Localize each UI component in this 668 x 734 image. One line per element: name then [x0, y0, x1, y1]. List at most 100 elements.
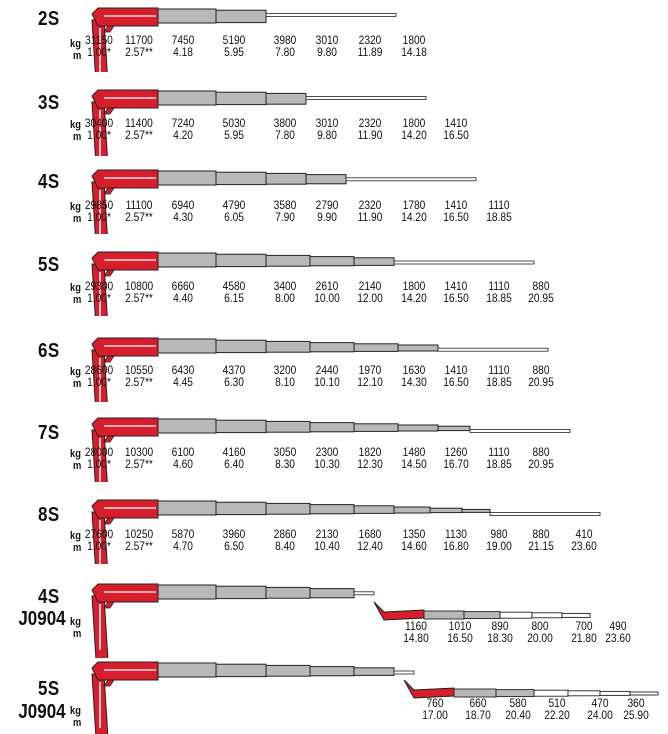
boom-tip	[265, 12, 397, 17]
boom-tip	[469, 428, 571, 433]
load-kg-value: 4580	[222, 279, 246, 293]
reach-m-value: 1.00*	[87, 457, 111, 471]
load-kg-value: 1780	[402, 198, 426, 212]
load-kg-value: 490	[609, 619, 627, 633]
boom-extension	[215, 171, 267, 186]
main-boom	[91, 7, 159, 27]
load-kg-value: 29300	[84, 279, 114, 293]
reach-m-value: 2.57**	[125, 291, 153, 305]
boom-extension	[157, 252, 217, 268]
load-kg-value: 1260	[444, 445, 468, 459]
boom-extension	[157, 90, 217, 106]
load-kg-value: 10800	[124, 279, 154, 293]
main-boom	[91, 89, 159, 109]
boom-extension	[309, 422, 355, 433]
reach-m-value: 18.85	[486, 291, 512, 305]
reach-m-value: 2.57**	[125, 375, 153, 389]
boom-extension	[265, 172, 307, 185]
boom-extension	[157, 584, 217, 600]
reach-m-value: 24.00	[587, 708, 613, 722]
reach-m-value: 9.80	[317, 45, 337, 59]
main-boom	[91, 583, 159, 603]
reach-m-value: 23.60	[605, 631, 631, 645]
reach-m-value: 22.20	[544, 708, 570, 722]
boom-extension	[309, 504, 355, 515]
crane-diagram	[91, 499, 601, 564]
reach-m-value: 4.18	[173, 45, 193, 59]
reach-m-value: 12.30	[357, 457, 383, 471]
boom-tip	[393, 670, 415, 675]
jib-extension	[629, 691, 659, 696]
load-kg-value: 1800	[402, 33, 426, 47]
reach-m-value: 1.00*	[87, 291, 111, 305]
load-kg-value: 1480	[402, 445, 426, 459]
boom-extension	[157, 338, 217, 354]
reach-m-value: 14.18	[401, 45, 427, 59]
boom-extension	[309, 256, 355, 267]
load-kg-value: 5030	[222, 116, 246, 130]
unit-m: m	[73, 213, 82, 225]
load-kg-value: 3980	[273, 33, 297, 47]
reach-m-value: 2.57**	[125, 128, 153, 142]
boom-extension	[353, 667, 395, 676]
load-kg-value: 1110	[488, 279, 510, 293]
load-kg-value: 510	[548, 696, 566, 710]
reach-m-value: 16.50	[443, 375, 469, 389]
reach-m-value: 16.50	[443, 128, 469, 142]
reach-m-value: 4.60	[173, 457, 193, 471]
boom-extension	[305, 174, 347, 185]
load-kg-value: 880	[532, 279, 550, 293]
unit-kg: kg	[70, 366, 81, 378]
reach-m-value: 10.40	[314, 539, 340, 553]
boom-extension	[353, 423, 399, 432]
boom-extension	[215, 339, 267, 354]
reach-m-value: 7.90	[275, 210, 295, 224]
load-kg-value: 410	[575, 527, 593, 541]
unit-m: m	[73, 542, 82, 554]
reach-m-value: 7.80	[275, 128, 295, 142]
reach-m-value: 11.89	[357, 45, 383, 59]
load-kg-value: 1410	[444, 116, 468, 130]
unit-kg: kg	[70, 530, 81, 542]
load-kg-value: 28000	[84, 445, 114, 459]
boom-extension	[215, 585, 267, 600]
boom-extension	[215, 419, 267, 434]
load-kg-value: 1110	[488, 363, 510, 377]
boom-extension	[265, 92, 307, 105]
load-kg-value: 880	[532, 363, 550, 377]
reach-m-value: 6.50	[224, 539, 244, 553]
boom-extension	[353, 343, 399, 352]
reach-m-value: 8.40	[275, 539, 295, 553]
crane-diagram	[91, 417, 571, 482]
config-label: 4S	[38, 171, 60, 193]
reach-m-value: 18.85	[486, 210, 512, 224]
unit-m: m	[73, 294, 82, 306]
reach-m-value: 1.00*	[87, 45, 111, 59]
boom-extension	[397, 344, 439, 352]
config-label: 5S	[38, 678, 60, 700]
reach-m-value: 19.00	[486, 539, 512, 553]
boom-extension	[215, 91, 267, 106]
reach-m-value: 16.70	[443, 457, 469, 471]
reach-m-value: 16.80	[443, 539, 469, 553]
jib-extension	[531, 612, 563, 619]
load-kg-value: 10550	[124, 363, 154, 377]
load-kg-value: 2440	[315, 363, 339, 377]
reach-m-value: 14.30	[401, 375, 427, 389]
load-kg-value: 1630	[402, 363, 426, 377]
load-kg-value: 2610	[315, 279, 339, 293]
reach-m-value: 20.95	[528, 457, 554, 471]
reach-m-value: 12.10	[357, 375, 383, 389]
reach-m-value: 8.10	[275, 375, 295, 389]
boom-extension	[157, 500, 217, 516]
main-boom	[91, 337, 159, 357]
reach-m-value: 5.95	[224, 128, 244, 142]
load-kg-value: 700	[575, 619, 593, 633]
jib-label: J0904	[18, 701, 66, 723]
